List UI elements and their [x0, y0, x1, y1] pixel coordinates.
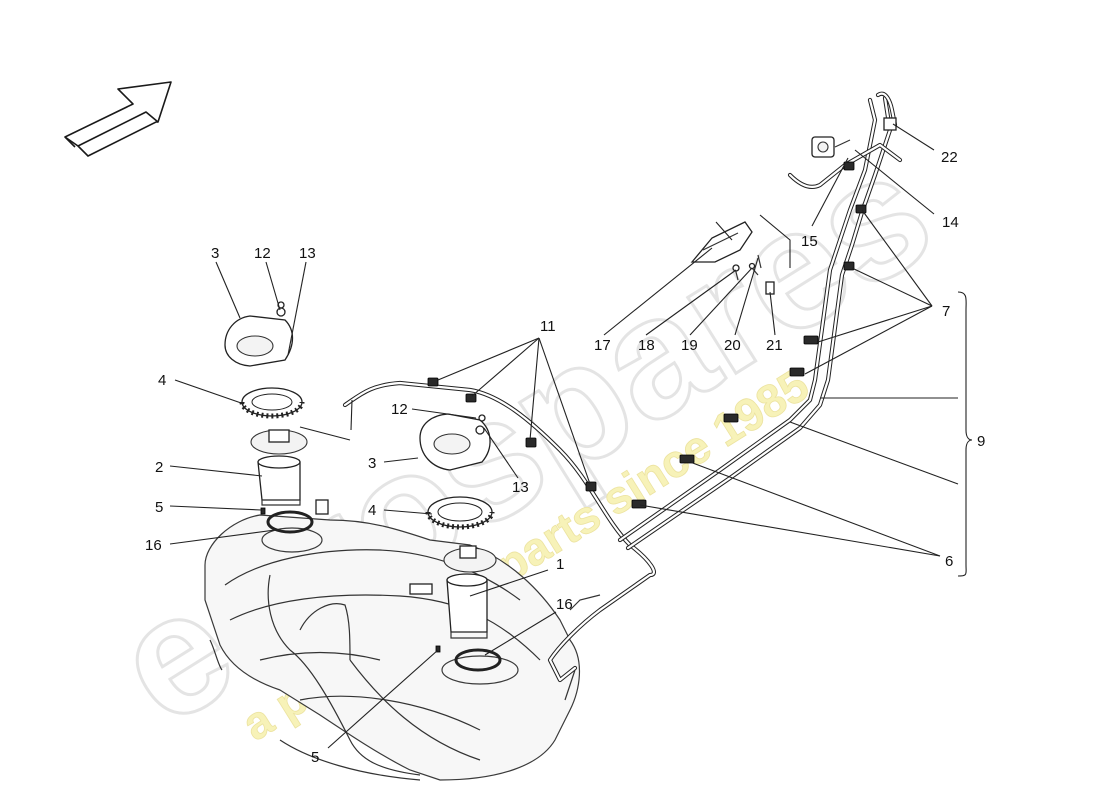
callout-12-right: 12: [391, 401, 408, 418]
callout-14: 14: [942, 214, 959, 231]
callout-12-left: 12: [254, 245, 271, 262]
callout-3-right: 3: [368, 455, 376, 472]
valve-15: [811, 136, 851, 158]
callout-5-left: 5: [155, 499, 163, 516]
callout-11: 11: [540, 318, 556, 335]
clip-5-left: [260, 507, 266, 515]
callout-16-left: 16: [145, 537, 162, 554]
callout-16-right: 16: [556, 596, 573, 613]
callout-5-bottom: 5: [311, 749, 319, 766]
callout-3-left: 3: [211, 245, 219, 262]
callout-21: 21: [766, 337, 783, 354]
callout-6: 6: [945, 553, 953, 570]
callout-7: 7: [942, 303, 950, 320]
callout-4-right: 4: [368, 502, 376, 519]
seal-ring-right: [454, 648, 502, 672]
fuel-lines: [342, 91, 903, 701]
callout-2: 2: [155, 459, 163, 476]
callout-13-right: 13: [512, 479, 529, 496]
seal-ring-left: [266, 510, 314, 534]
pump-cover-right: [419, 413, 491, 471]
callout-19: 19: [681, 337, 698, 354]
fuel-pump-right: [409, 545, 497, 639]
callout-17: 17: [594, 337, 611, 354]
fuel-pump-left: [250, 429, 329, 515]
callout-18: 18: [638, 337, 655, 354]
callout-4-left: 4: [158, 372, 166, 389]
leader-lines: [169, 123, 973, 749]
callout-labels: 1 2 3 3 4 4 5 5 6 7 9 11 12 12 13 13 14 …: [145, 149, 985, 766]
fastener-12-13-right: [478, 414, 486, 422]
connector-22: [883, 117, 897, 131]
callout-13-left: 13: [299, 245, 316, 262]
gasket-ring-left: [239, 387, 305, 419]
callout-22: 22: [941, 149, 958, 166]
callout-1: 1: [556, 556, 564, 573]
line-clips: [427, 119, 895, 509]
callout-9: 9: [977, 433, 985, 450]
arrow-right-up-icon: [64, 81, 172, 157]
callout-15: 15: [801, 233, 818, 250]
callout-20: 20: [724, 337, 741, 354]
pump-cover-left: [224, 307, 294, 367]
gasket-ring-right: [425, 496, 495, 530]
clip-5-right: [435, 645, 441, 653]
